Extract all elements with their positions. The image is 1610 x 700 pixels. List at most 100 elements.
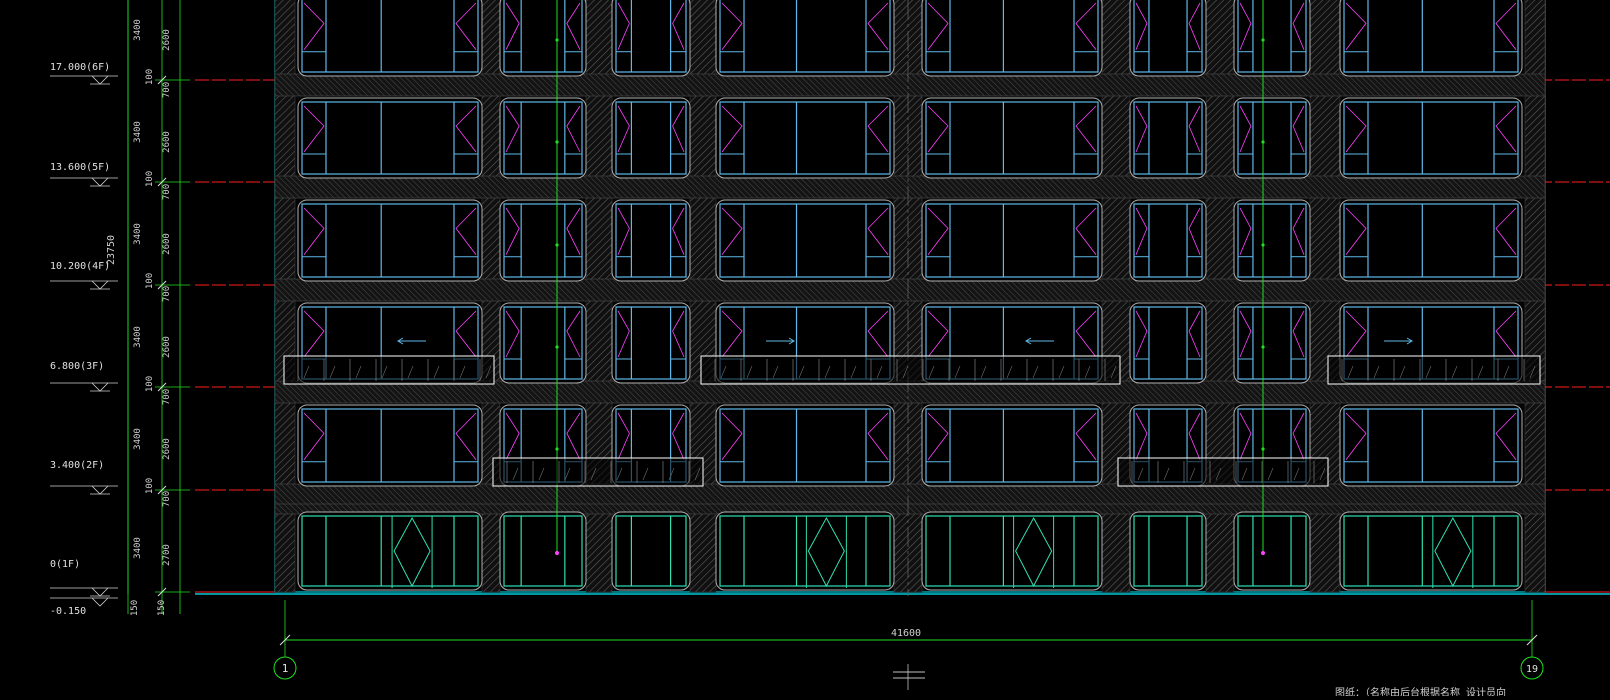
glass-mark bbox=[1241, 467, 1248, 481]
window-f3-b0-open-mark bbox=[303, 310, 325, 358]
level-label-2f: 3.400(2F) bbox=[50, 460, 104, 471]
sill-dim: 700 bbox=[162, 82, 172, 98]
direction-arrow-head bbox=[788, 337, 795, 345]
window-f3-b2-open-mark bbox=[672, 310, 685, 358]
window-f6-b3-opening bbox=[715, 0, 895, 77]
window-f5-b5-open-mark bbox=[1135, 105, 1148, 153]
window-f5-b4-open-mark bbox=[1075, 105, 1097, 153]
glass-mark bbox=[329, 365, 336, 379]
window-f5-b5-opening bbox=[1129, 97, 1207, 179]
glass-mark bbox=[850, 365, 857, 379]
shopfront-b6-opening bbox=[1233, 511, 1311, 591]
balcony-railing bbox=[492, 457, 704, 487]
facade bbox=[195, 0, 1610, 595]
glass-mark bbox=[1163, 467, 1170, 481]
window-f6-b7-open-mark bbox=[1495, 2, 1517, 50]
glass-mark bbox=[1399, 365, 1406, 379]
window-f4-b5-open-mark bbox=[1135, 207, 1148, 255]
window-f4-b3-frame bbox=[719, 203, 891, 278]
window-f3-b7-open-mark bbox=[1345, 310, 1367, 358]
axis-bubble-19[interactable] bbox=[1520, 656, 1544, 680]
window-f4-b1-open-mark bbox=[505, 207, 520, 255]
sill-dim: 700 bbox=[162, 184, 172, 200]
window-f2-b0-opening bbox=[297, 404, 483, 487]
axis-bubble-1[interactable] bbox=[273, 656, 297, 680]
glass-mark bbox=[1215, 467, 1222, 481]
axis-marker bbox=[555, 345, 559, 349]
axis-bubbles: 1 19 bbox=[273, 656, 1544, 680]
glass-mark bbox=[1189, 467, 1196, 481]
dim-tick bbox=[279, 634, 291, 646]
window-f6-b6-opening bbox=[1233, 0, 1311, 77]
window-f6-b2-opening bbox=[611, 0, 691, 77]
window-f4-b6-opening bbox=[1233, 199, 1311, 282]
window-f3-b4-open-mark bbox=[1075, 310, 1097, 358]
dim-tick bbox=[157, 177, 167, 187]
axis-label-1: 1 bbox=[282, 662, 289, 675]
level-label-1f: 0(1F) bbox=[50, 559, 80, 570]
glass-mark bbox=[876, 365, 883, 379]
glass-mark bbox=[1373, 365, 1380, 379]
window-f5-b0-open-mark bbox=[455, 105, 477, 153]
window-f3-b2-open-mark bbox=[617, 310, 630, 358]
window-f6-b7-open-mark bbox=[1345, 2, 1367, 50]
window-f2-b6-open-mark bbox=[1292, 412, 1305, 460]
glass-mark bbox=[902, 365, 909, 379]
window-f4-b3-open-mark bbox=[721, 207, 743, 255]
window-f2-b0-open-mark bbox=[303, 412, 325, 460]
window-f3-b1-open-mark bbox=[566, 310, 581, 358]
glass-mark bbox=[668, 467, 675, 481]
sill-dim: 700 bbox=[162, 286, 172, 302]
window-f5-b3-open-mark bbox=[867, 105, 889, 153]
window-f2-b3-frame bbox=[719, 408, 891, 483]
window-f5-b3-frame bbox=[719, 101, 891, 175]
slab-dim: 100 bbox=[145, 69, 155, 85]
glass-mark bbox=[642, 467, 649, 481]
glass-mark bbox=[798, 365, 805, 379]
window-f5-b7-open-mark bbox=[1495, 105, 1517, 153]
window-f2-b2-open-mark bbox=[617, 412, 630, 460]
window-f6-b4-open-mark bbox=[927, 2, 949, 50]
window-f5-b1-open-mark bbox=[566, 105, 581, 153]
window-f3-b5-opening bbox=[1129, 302, 1207, 384]
window-f6-b6-open-mark bbox=[1239, 2, 1252, 50]
window-f6-b0-open-mark bbox=[303, 2, 325, 50]
storey-dim: 3400 bbox=[133, 19, 143, 41]
window-f4-b0-open-mark bbox=[303, 207, 325, 255]
window-f5-b0-frame bbox=[301, 101, 479, 175]
dim-tick bbox=[1526, 634, 1538, 646]
level-label-4f: 10.200(4F) bbox=[50, 261, 110, 272]
balcony-railings bbox=[283, 337, 1541, 487]
slab-band bbox=[274, 175, 1546, 199]
window-f5-b3-open-mark bbox=[721, 105, 743, 153]
glass-mark bbox=[1110, 365, 1117, 379]
window-f4-b4-frame bbox=[925, 203, 1099, 278]
axis-marker bbox=[1261, 447, 1265, 451]
window-f2-b6-open-mark bbox=[1239, 412, 1252, 460]
window-f6-b3-frame bbox=[719, 0, 891, 73]
ground-window-dim: 2700 bbox=[162, 544, 172, 566]
window-f6-b6-frame bbox=[1237, 0, 1307, 73]
window-f5-b1-open-mark bbox=[505, 105, 520, 153]
window-f2-b7-frame bbox=[1343, 408, 1519, 483]
window-f3-b5-frame bbox=[1133, 306, 1203, 380]
window-f3-b5-open-mark bbox=[1188, 310, 1201, 358]
direction-arrow-head bbox=[1025, 337, 1032, 345]
window-f2-b1-open-mark bbox=[566, 412, 581, 460]
window-f5-b2-open-mark bbox=[672, 105, 685, 153]
direction-arrow-head bbox=[397, 337, 404, 345]
window-f3-b7-open-mark bbox=[1495, 310, 1517, 358]
glass-mark bbox=[1529, 365, 1536, 379]
window-f5-b6-frame bbox=[1237, 101, 1307, 175]
shopfront-b7-frame bbox=[1343, 515, 1519, 587]
window-f2-b7-open-mark bbox=[1495, 412, 1517, 460]
shopfront-b4-frame bbox=[925, 515, 1099, 587]
glass-mark bbox=[720, 365, 727, 379]
window-f2-b4-opening bbox=[921, 404, 1103, 487]
shopfront-b7-opening bbox=[1339, 511, 1523, 591]
window-f3-b6-open-mark bbox=[1239, 310, 1252, 358]
window-f4-b6-frame bbox=[1237, 203, 1307, 278]
title-block-text: 图纸：（名称由后台根据名称 设计员向 bbox=[1335, 686, 1506, 696]
window-f4-b1-frame bbox=[503, 203, 583, 278]
